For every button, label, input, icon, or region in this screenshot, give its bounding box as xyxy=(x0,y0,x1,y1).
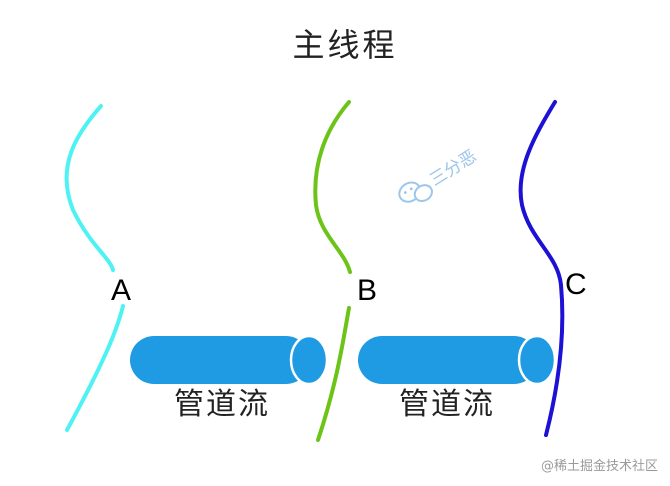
wechat-icon xyxy=(398,181,433,203)
pipe-2 xyxy=(358,334,557,386)
pipe-1 xyxy=(130,334,329,386)
thread-c-label: C xyxy=(565,268,587,301)
thread-b-line xyxy=(313,100,352,442)
watermark-text: 三分恶 xyxy=(426,146,480,190)
pipe-2-label: 管道流 xyxy=(399,387,495,422)
thread-a-line xyxy=(64,104,125,432)
pipe-2-end xyxy=(517,334,557,386)
thread-b-label: B xyxy=(357,274,377,307)
thread-a-label: A xyxy=(111,274,131,307)
pipe-2-body xyxy=(358,336,538,384)
corner-watermark: @稀土掘金技术社区 xyxy=(541,458,658,474)
diagram-title: 主线程 xyxy=(292,26,397,64)
pipe-1-label: 管道流 xyxy=(174,387,270,422)
watermark: 三分恶 xyxy=(398,146,480,203)
thread-c-line xyxy=(518,100,565,437)
pipe-1-body xyxy=(130,336,310,384)
pipe-1-end xyxy=(289,334,329,386)
